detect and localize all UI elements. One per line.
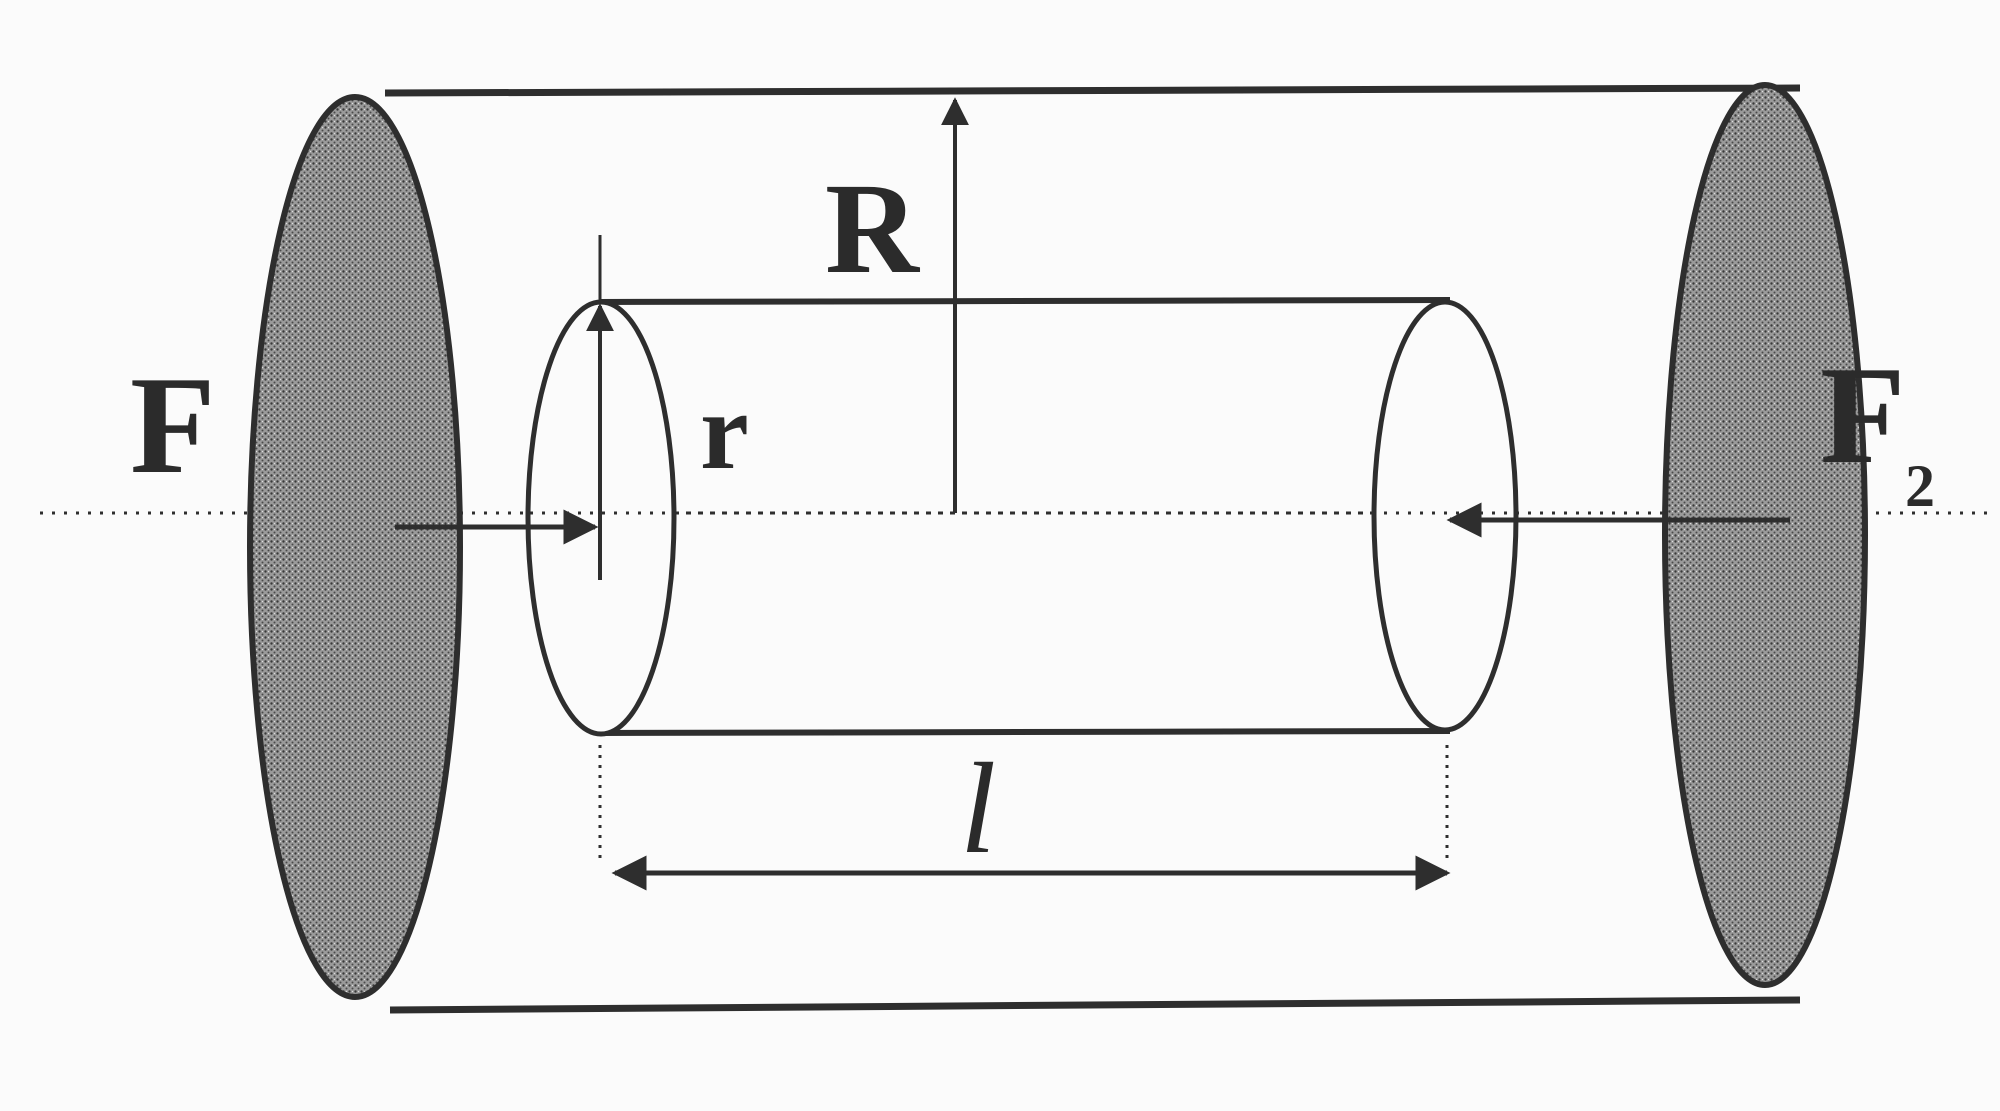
inner-cylinder-right-face <box>1371 299 1519 733</box>
right-force-subscript: 2 <box>1905 453 1935 519</box>
outer-cylinder-top-edge <box>384 84 1801 97</box>
outer-radius-label: R <box>825 157 921 301</box>
inner-radius-label: r <box>700 370 749 492</box>
left-force-label: F <box>130 348 216 503</box>
outer-cylinder-bottom-edge <box>389 996 1801 1014</box>
left-end-disk <box>247 94 463 1000</box>
inner-cylinder-top-edge <box>599 297 1451 305</box>
length-label: l <box>960 737 996 881</box>
right-end-disk <box>1662 82 1868 988</box>
inner-cylinder-bottom-edge <box>599 728 1451 736</box>
right-force-label: F <box>1820 338 1906 493</box>
